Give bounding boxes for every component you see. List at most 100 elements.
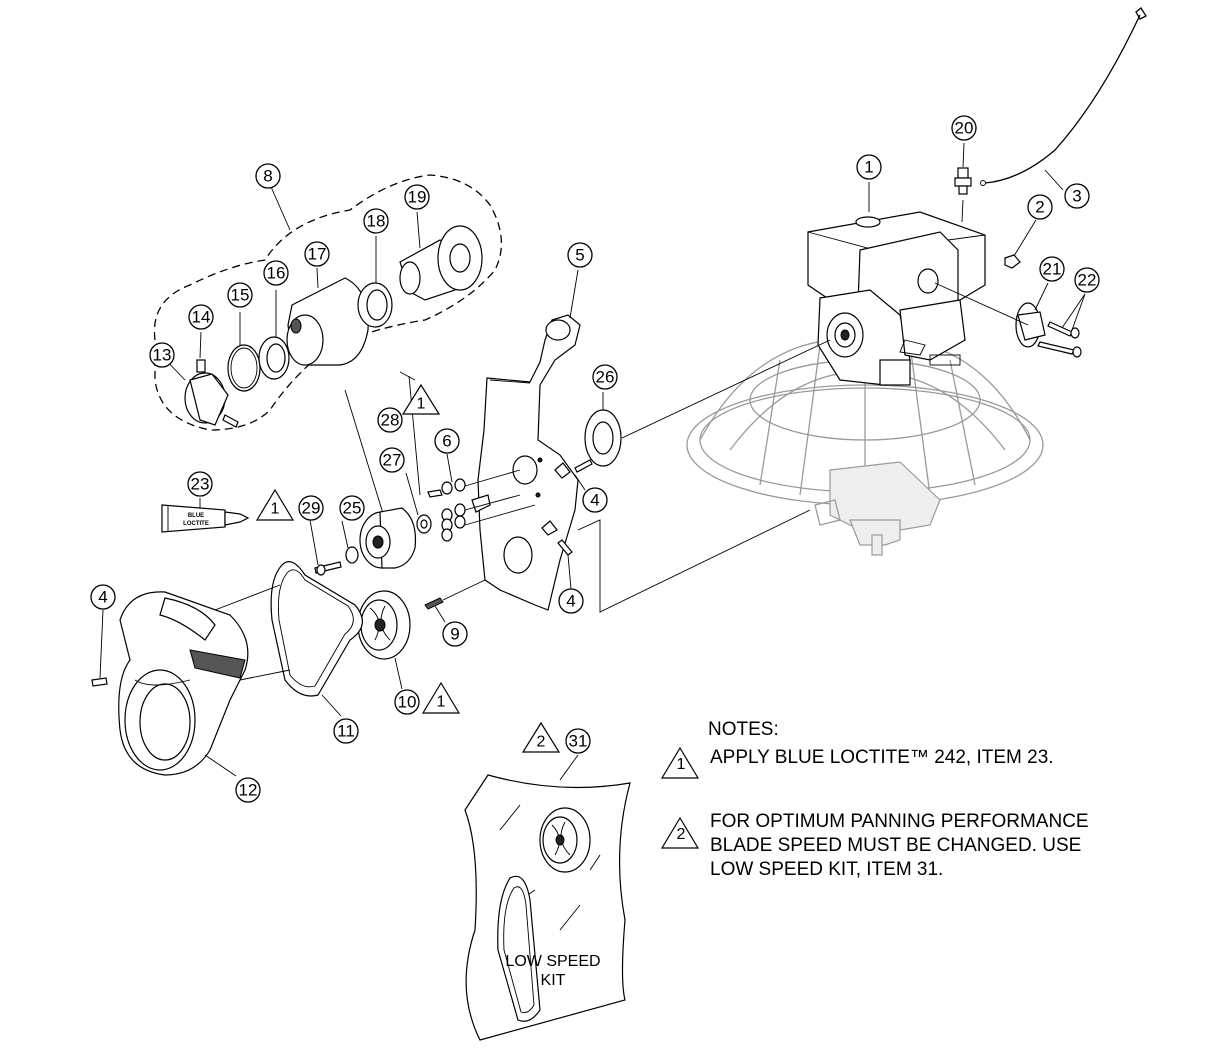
- note-1-flag-icon: 1: [660, 746, 700, 779]
- throttle-cable: [980, 7, 1147, 186]
- callout-31: 31: [565, 728, 591, 754]
- callout-12: 12: [235, 777, 261, 803]
- svg-text:5: 5: [575, 246, 584, 265]
- hardware-set: [416, 459, 593, 556]
- collar-item-13: [184, 359, 239, 428]
- svg-text:2: 2: [677, 826, 686, 843]
- svg-text:4: 4: [566, 592, 575, 611]
- svg-text:17: 17: [308, 245, 327, 264]
- callout-20: 20: [951, 115, 977, 141]
- callout-4-plate-lower: 4: [558, 588, 584, 614]
- svg-text:19: 19: [408, 188, 427, 207]
- note-2-flag-icon: 2: [660, 816, 700, 849]
- flag-near-28: 1: [401, 383, 441, 415]
- callout-23: 23: [187, 471, 213, 497]
- clip-item-2: [1004, 254, 1021, 269]
- callout-1: 1: [856, 154, 882, 180]
- svg-text:8: 8: [263, 167, 272, 186]
- leader-lines: [99, 142, 1086, 781]
- svg-text:10: 10: [398, 693, 417, 712]
- callout-3: 3: [1064, 183, 1090, 209]
- callout-6: 6: [434, 428, 460, 454]
- callout-10: 10: [394, 689, 420, 715]
- callout-15: 15: [227, 282, 253, 308]
- svg-text:14: 14: [192, 308, 211, 327]
- low-speed-kit-item-31: LOW SPEED KIT: [464, 774, 631, 1041]
- bolts-item-22: [1037, 321, 1082, 358]
- callout-22: 22: [1074, 267, 1100, 293]
- callout-9: 9: [442, 621, 468, 647]
- svg-text:20: 20: [955, 119, 974, 138]
- callout-28: 28: [377, 407, 403, 433]
- svg-text:21: 21: [1043, 260, 1062, 279]
- svg-text:1: 1: [271, 501, 280, 518]
- callout-2: 2: [1027, 194, 1053, 220]
- kit-label-line-1: LOW SPEED: [505, 953, 600, 970]
- clutch-installed: [314, 507, 417, 576]
- flag-near-23: 1: [255, 488, 295, 521]
- svg-text:2: 2: [1035, 198, 1044, 217]
- svg-text:1: 1: [864, 158, 873, 177]
- svg-text:1: 1: [677, 756, 686, 773]
- callout-25: 25: [339, 495, 365, 521]
- trowel-frame-ghost: [686, 338, 1044, 556]
- tube-label-line-1: BLUE: [188, 513, 204, 519]
- callout-4-plate-upper: 4: [582, 487, 608, 513]
- drum-item-17: [286, 277, 369, 366]
- callout-18: 18: [363, 208, 389, 234]
- belt-item-11: [270, 561, 363, 697]
- note-2-text: FOR OPTIMUM PANNING PERFORMANCE BLADE SP…: [710, 810, 1170, 882]
- svg-text:16: 16: [267, 264, 286, 283]
- callout-27: 27: [379, 447, 405, 473]
- callout-8: 8: [255, 163, 281, 189]
- key-item-9: [424, 597, 444, 610]
- callout-17: 17: [304, 241, 330, 267]
- flange-gasket-item-26: [584, 409, 622, 467]
- callout-4-guard: 4: [90, 584, 116, 610]
- clutch-assembly-group: [153, 174, 503, 521]
- svg-text:26: 26: [596, 368, 615, 387]
- svg-text:27: 27: [383, 451, 402, 470]
- callout-14: 14: [188, 304, 214, 330]
- svg-text:22: 22: [1078, 271, 1097, 290]
- svg-text:18: 18: [367, 212, 386, 231]
- notes-title: NOTES:: [708, 719, 779, 740]
- note-2-line-2: BLADE SPEED MUST BE CHANGED. USE: [710, 835, 1082, 856]
- note-1-line-1: APPLY BLUE LOCTITE™ 242, ITEM 23.: [710, 747, 1054, 768]
- kit-label-line-2: KIT: [541, 972, 566, 989]
- tube-label-line-2: LOCTITE: [183, 521, 209, 527]
- svg-text:15: 15: [231, 286, 250, 305]
- svg-text:2: 2: [537, 734, 546, 751]
- callout-29: 29: [298, 495, 324, 521]
- loctite-tube-item-23: BLUE LOCTITE: [161, 504, 250, 533]
- callout-16: 16: [263, 260, 289, 286]
- svg-text:28: 28: [381, 411, 400, 430]
- svg-text:29: 29: [302, 499, 321, 518]
- flag-near-10: 1: [421, 681, 461, 714]
- hub-item-19: [399, 225, 483, 301]
- svg-text:6: 6: [442, 432, 451, 451]
- pulley-item-10: [357, 590, 411, 660]
- svg-text:23: 23: [191, 475, 210, 494]
- svg-text:1: 1: [417, 396, 426, 413]
- belt-guard-item-12: [91, 591, 249, 776]
- note-2-line-1: FOR OPTIMUM PANNING PERFORMANCE: [710, 811, 1089, 832]
- callouts: 1 2 3 4 4 4 5 6 8 9 10 11 12 13 14 15 16…: [90, 115, 1100, 803]
- note-1-text: APPLY BLUE LOCTITE™ 242, ITEM 23.: [710, 746, 1170, 770]
- callout-26: 26: [592, 364, 618, 390]
- svg-text:11: 11: [337, 722, 355, 741]
- note-flags: 1 1 1 2: [255, 383, 561, 753]
- note-2-line-3: LOW SPEED KIT, ITEM 31.: [710, 859, 944, 880]
- callout-11: 11: [333, 718, 359, 744]
- svg-text:9: 9: [450, 625, 459, 644]
- svg-text:25: 25: [343, 499, 362, 518]
- engine: [807, 211, 986, 386]
- callout-21: 21: [1039, 256, 1065, 282]
- flag-near-31: 2: [521, 721, 561, 753]
- callout-13: 13: [149, 342, 175, 368]
- mounting-plate-item-5: [477, 314, 581, 611]
- svg-text:12: 12: [239, 781, 258, 800]
- callout-5: 5: [567, 242, 593, 268]
- stud-item-20: [954, 167, 972, 195]
